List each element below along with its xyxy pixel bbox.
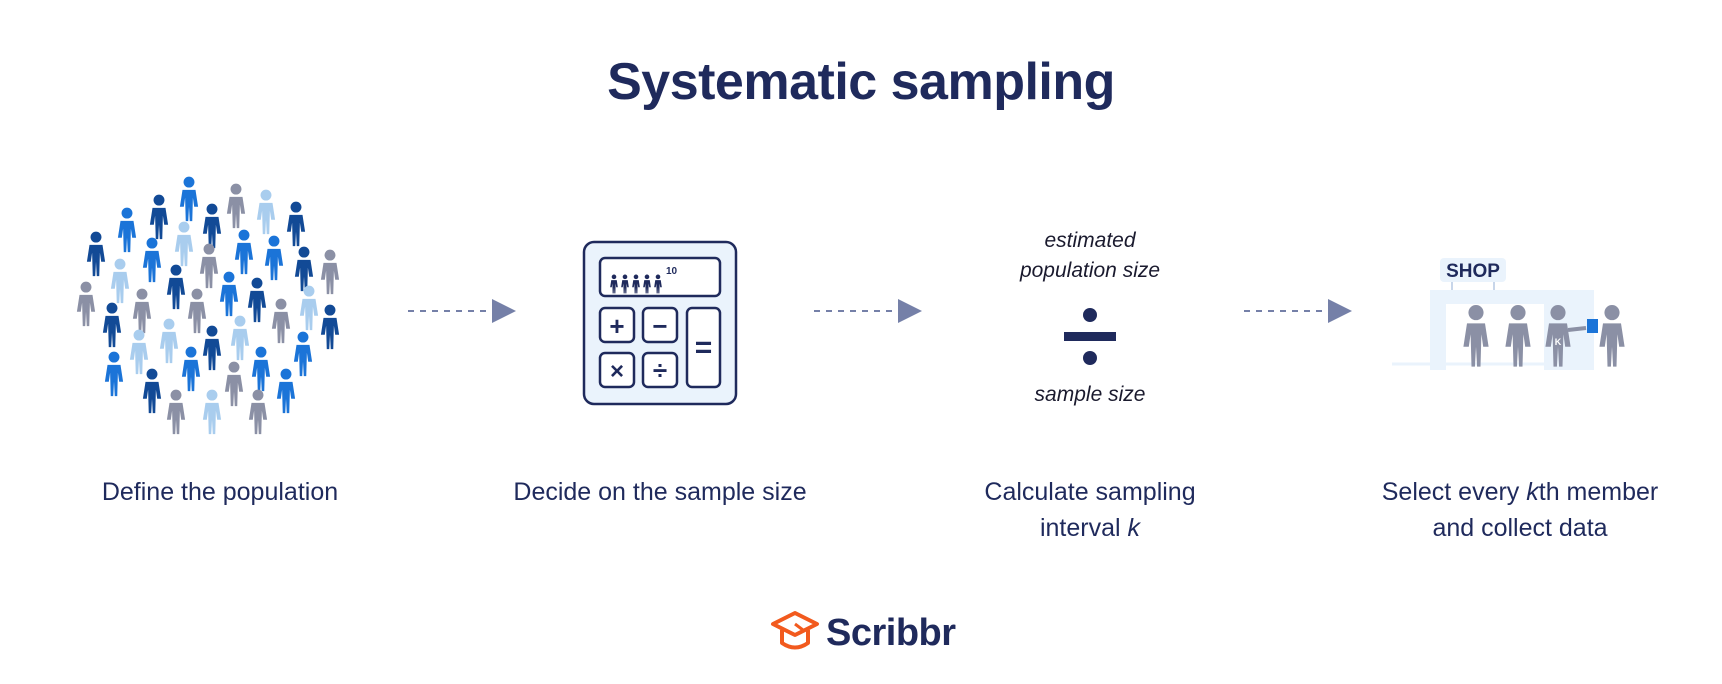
person-icon — [320, 304, 340, 350]
divide-icon — [1064, 308, 1116, 365]
person-icon — [181, 346, 201, 392]
calc-plus-key: + — [609, 311, 624, 341]
person-icon — [264, 235, 284, 281]
flow-arrow-1 — [408, 299, 516, 323]
calc-divide-key: ÷ — [653, 355, 667, 385]
person-icon — [149, 194, 169, 240]
researcher-figure — [1599, 305, 1625, 367]
population-crowd-illustration — [76, 176, 340, 435]
person-icon — [132, 288, 152, 334]
person-icon — [142, 237, 162, 283]
flow-arrow-2 — [814, 299, 922, 323]
person-icon — [166, 389, 186, 435]
person-icon — [202, 325, 222, 371]
person-icon — [174, 221, 194, 267]
person-icon — [187, 288, 207, 334]
page-title: Systematic sampling — [607, 53, 1115, 111]
step-4-caption: Select every kth member and collect data — [1381, 478, 1659, 542]
person-icon — [276, 368, 296, 414]
person-icon — [202, 203, 222, 249]
calculator-exponent: 10 — [666, 266, 678, 277]
person-icon — [117, 207, 137, 253]
calc-equals-key: = — [695, 331, 713, 364]
person-icon — [293, 331, 313, 377]
person-icon — [202, 389, 222, 435]
kth-badge: K — [1555, 337, 1562, 347]
calc-minus-key: − — [652, 311, 667, 341]
person-icon — [110, 258, 130, 304]
person-icon — [247, 277, 267, 323]
person-icon — [230, 315, 250, 361]
person-icon — [226, 183, 246, 229]
person-icon — [166, 264, 186, 310]
graduation-cap-icon — [771, 611, 819, 650]
shop-sign: SHOP — [1446, 261, 1500, 282]
person-icon — [248, 389, 268, 435]
person-icon — [104, 351, 124, 397]
step-3-caption: Calculate sampling interval k — [984, 478, 1196, 542]
person-icon — [299, 285, 319, 331]
person-icon — [102, 302, 122, 348]
person-icon — [179, 176, 199, 222]
person-icon — [129, 329, 149, 375]
formula-numerator: estimated population size — [1019, 229, 1161, 282]
flow-arrow-3 — [1244, 299, 1352, 323]
calc-times-key: × — [610, 358, 624, 385]
person-icon — [256, 189, 276, 235]
person-icon — [76, 281, 96, 327]
person-icon — [86, 231, 106, 277]
step-2-caption: Decide on the sample size — [513, 478, 807, 506]
shop-scene-illustration: SHOP K — [1392, 258, 1625, 370]
person-icon — [219, 271, 239, 317]
person-icon — [294, 246, 314, 292]
scribbr-logo: Scribbr — [770, 610, 956, 656]
calculator-icon: 10 + − × ÷ = — [582, 240, 738, 406]
person-icon — [271, 298, 291, 344]
person-icon — [224, 361, 244, 407]
person-icon — [142, 368, 162, 414]
person-icon — [251, 346, 271, 392]
step-1-caption: Define the population — [101, 478, 339, 506]
person-icon — [320, 249, 340, 295]
person-icon — [234, 229, 254, 275]
sampling-interval-formula: estimated population size sample size — [960, 226, 1220, 416]
brand-name: Scribbr — [826, 611, 956, 654]
formula-denominator: sample size — [1034, 383, 1146, 406]
person-icon — [199, 243, 219, 289]
person-icon — [159, 318, 179, 364]
person-icon — [286, 201, 306, 247]
